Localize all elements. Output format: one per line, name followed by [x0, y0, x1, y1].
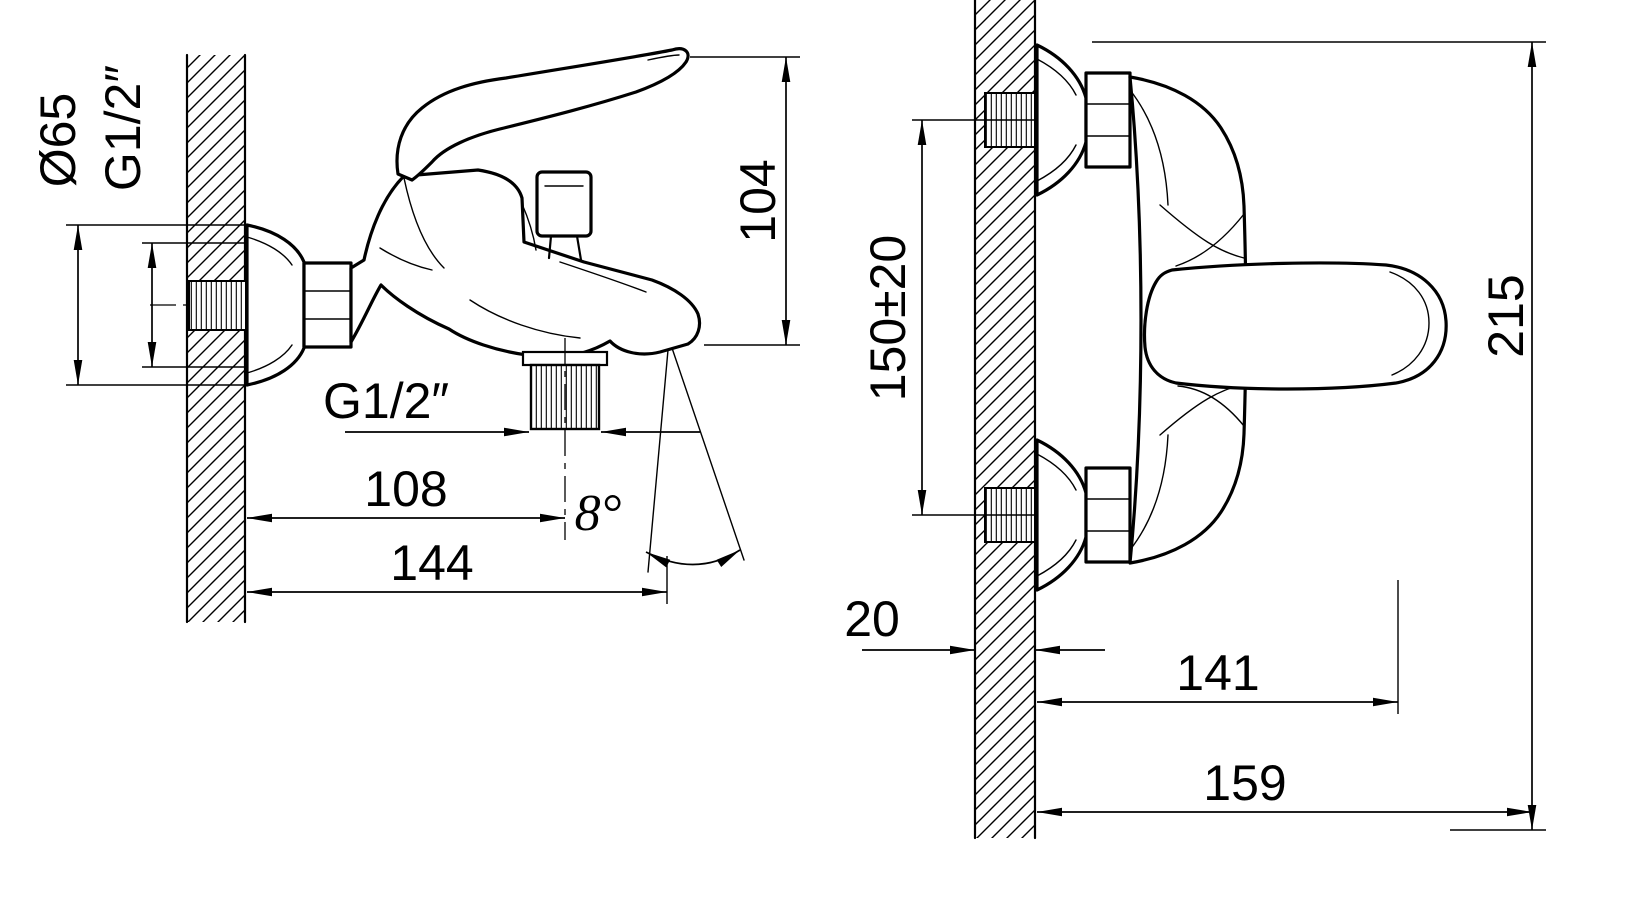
front-view: 150±20 215 20 141 159 — [844, 0, 1546, 840]
inlet-thread — [188, 280, 247, 331]
dim-label-144: 144 — [390, 535, 473, 591]
lever-handle — [395, 47, 690, 182]
side-view: Ø65 G1/2″ 104 G1/2″ 108 8° — [30, 47, 800, 624]
dim-inlet-distance: 150±20 — [860, 119, 1035, 516]
shower-outlet — [521, 338, 609, 540]
mixer-body — [349, 168, 702, 359]
diverter-knob — [535, 170, 593, 262]
dim-label-150: 150±20 — [860, 235, 916, 401]
dim-144: 144 — [247, 535, 668, 604]
dim-159: 159 — [1037, 755, 1532, 817]
spout-angle — [645, 347, 745, 573]
dim-inlet-thread: G1/2″ — [95, 65, 247, 368]
dim-label-215: 215 — [1478, 274, 1534, 357]
dim-label-159: 159 — [1203, 755, 1286, 811]
wall-section-left — [185, 53, 247, 624]
dim-height-104: 104 — [690, 56, 800, 346]
dim-wall-20: 20 — [844, 591, 1105, 655]
escutcheon — [245, 223, 306, 387]
bottom-inlet — [984, 438, 1132, 592]
dim-label-inlet-thread: G1/2″ — [95, 65, 151, 191]
lever-handle-front — [1142, 261, 1448, 391]
dim-label-diameter: Ø65 — [30, 93, 86, 188]
dim-label-141: 141 — [1176, 645, 1259, 701]
dim-outlet-thread: G1/2″ — [323, 373, 700, 437]
dim-108: 108 — [247, 461, 565, 523]
dim-label-108: 108 — [364, 461, 447, 517]
dim-141: 141 — [1037, 580, 1399, 714]
dim-label-20: 20 — [844, 591, 900, 647]
dim-label-angle: 8° — [575, 485, 622, 542]
dim-label-104: 104 — [730, 159, 786, 242]
dim-label-outlet-thread: G1/2″ — [323, 373, 449, 429]
hex-nut — [302, 261, 353, 349]
dim-diameter: Ø65 — [30, 93, 247, 386]
dim-height-215: 215 — [1092, 41, 1546, 831]
